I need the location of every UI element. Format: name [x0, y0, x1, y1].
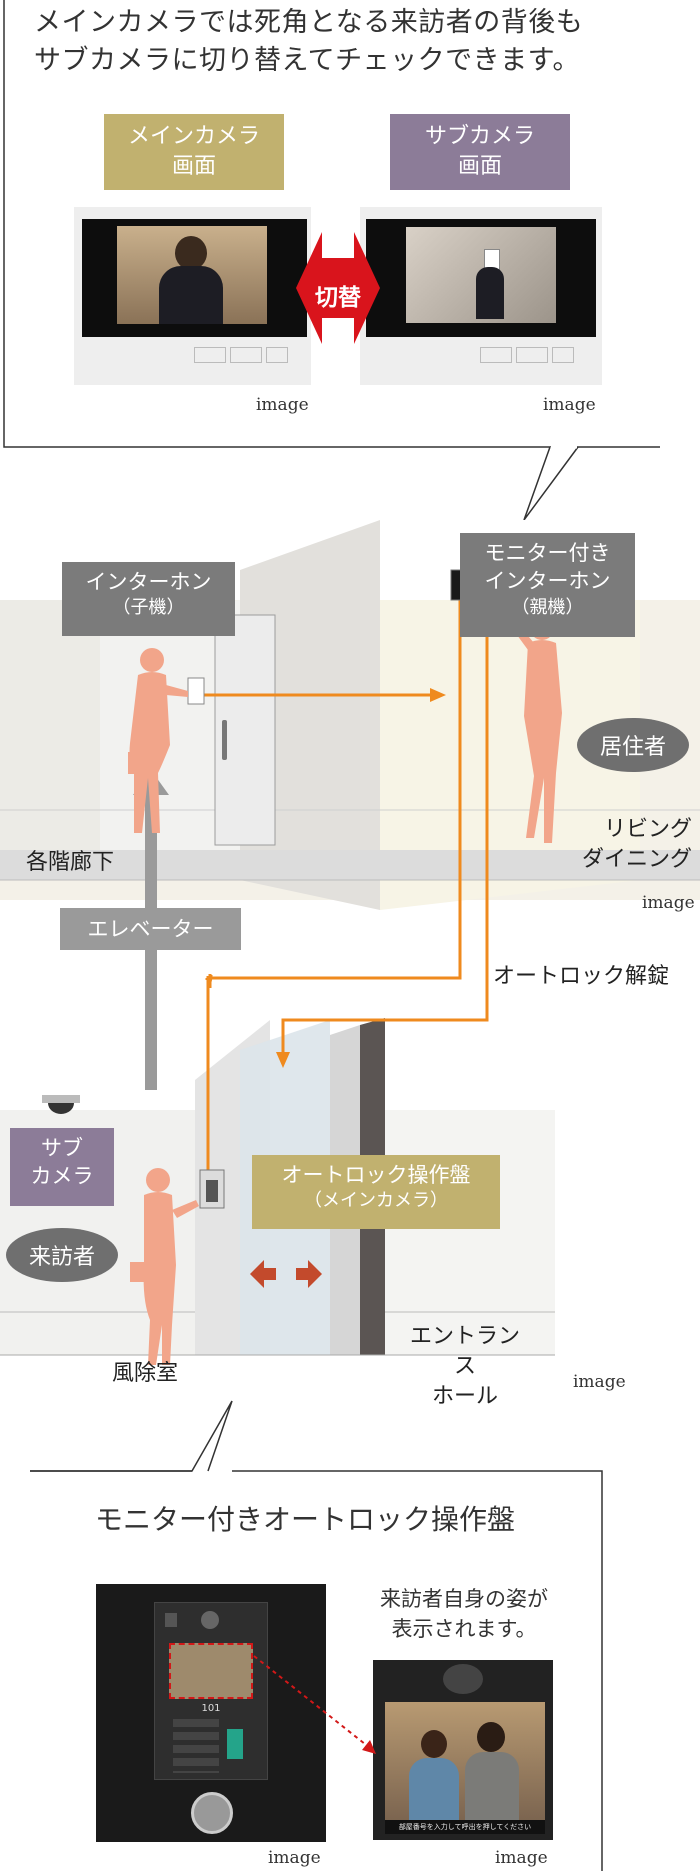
corridor-label: 各階廊下 — [26, 850, 115, 875]
main-camera-label-line2: 画面 — [171, 153, 216, 179]
key-reader-icon — [191, 1792, 233, 1834]
caption-main-image: image — [256, 395, 309, 415]
panel-number: 101 — [201, 1703, 221, 1714]
panel-screen-highlight — [169, 1643, 253, 1699]
sub-monitor-picture — [406, 227, 556, 323]
main-camera-monitor-image — [74, 207, 311, 385]
caption-upper-scene: image — [642, 893, 695, 913]
bottom-title: モニター付きオートロック操作盤 — [95, 1503, 516, 1536]
man-body — [465, 1752, 519, 1820]
entrance-hall-label: エントランス ホール — [400, 1322, 530, 1412]
sub-camera-scene-label-line2: カメラ — [30, 1164, 94, 1189]
sub-monitor-screen — [366, 219, 596, 337]
zoomed-screen-image: 部屋番号を入力して呼出を押してください — [373, 1660, 553, 1840]
call-key — [227, 1729, 243, 1759]
monitor-parent-label-line2: インターホン — [484, 569, 611, 594]
man-head — [477, 1722, 505, 1752]
sub-camera-label: サブカメラ 画面 — [390, 114, 570, 190]
sub-camera-monitor-image — [360, 207, 602, 385]
top-heading-line1: メインカメラでは死角となる来訪者の背後も — [34, 7, 584, 38]
autolock-panel-label: オートロック操作盤 （メインカメラ） — [252, 1155, 500, 1229]
visitor-head — [175, 236, 207, 270]
monitor-parent-label: モニター付き インターホン （親機） — [460, 533, 635, 637]
windbreak-room-label: 風除室 — [112, 1361, 179, 1386]
caption-lower-scene: image — [573, 1372, 626, 1392]
intercom-child-label-line2: （子機） — [112, 597, 185, 619]
bottom-callout-frame — [30, 1400, 603, 1871]
keypad — [173, 1719, 219, 1773]
resident-label: 居住者 — [577, 718, 689, 772]
living-label-line1: リビング — [604, 817, 693, 842]
camera-lens-icon — [443, 1664, 483, 1694]
device-button — [230, 347, 262, 363]
bottom-note-line2: 表示されます。 — [391, 1617, 537, 1641]
top-callout-frame — [3, 0, 660, 520]
visitor-back — [476, 267, 504, 319]
panel-face: 101 — [154, 1602, 268, 1780]
living-dining-label: リビング ダイニング — [582, 815, 692, 875]
device-button — [266, 347, 288, 363]
switch-label: 切替 — [315, 285, 361, 311]
caption-screen-image: image — [495, 1848, 548, 1868]
intercom-child-label: インターホン （子機） — [62, 562, 235, 636]
hall-label-line2: ホール — [431, 1384, 498, 1409]
main-monitor-picture — [117, 226, 267, 324]
intercom-child-label-line1: インターホン — [85, 570, 212, 594]
device-button — [194, 347, 226, 363]
main-camera-label: メインカメラ 画面 — [104, 114, 284, 190]
device-button — [516, 347, 548, 363]
autolock-panel-image: 101 — [96, 1584, 326, 1842]
monitor-parent-label-line3: （親機） — [511, 596, 584, 618]
top-heading: メインカメラでは死角となる来訪者の背後も サブカメラに切り替えてチェックできます… — [34, 4, 583, 80]
sub-camera-scene-label: サブ カメラ — [10, 1128, 114, 1206]
zoom-dotted-arrow — [253, 1655, 376, 1754]
monitor-parent-label-line1: モニター付き — [484, 541, 611, 565]
woman-body — [409, 1758, 459, 1820]
sub-camera-label-line2: 画面 — [457, 153, 502, 179]
autolock-panel-label-line1: オートロック操作盤 — [281, 1163, 471, 1187]
camera-lens-icon — [165, 1613, 177, 1627]
visitor-body — [159, 266, 223, 324]
sub-camera-scene-label-line1: サブ — [41, 1136, 83, 1160]
main-monitor-screen — [82, 219, 307, 337]
zoomed-screen-picture — [385, 1702, 545, 1820]
unlock-label: オートロック解錠 — [493, 964, 670, 989]
elevator-label: エレベーター — [60, 908, 241, 950]
device-button — [552, 347, 574, 363]
building-illustration — [0, 520, 700, 1365]
autolock-panel-label-line2: （メインカメラ） — [304, 1190, 448, 1212]
sub-camera-label-line1: サブカメラ — [424, 124, 535, 149]
bottom-note-line1: 来訪者自身の姿が — [380, 1587, 548, 1611]
top-heading-line2: サブカメラに切り替えてチェックできます。 — [34, 45, 580, 76]
speaker-icon — [201, 1611, 219, 1629]
woman-head — [421, 1730, 447, 1758]
bottom-note: 来訪者自身の姿が 表示されます。 — [368, 1584, 560, 1644]
switch-double-arrow — [296, 232, 380, 344]
entrance-label-line1: エントランス — [409, 1324, 520, 1379]
screen-prompt: 部屋番号を入力して呼出を押してください — [385, 1820, 545, 1834]
device-button — [480, 347, 512, 363]
caption-sub-image: image — [543, 395, 596, 415]
dining-label-line2: ダイニング — [582, 847, 693, 872]
main-camera-label-line1: メインカメラ — [127, 124, 260, 149]
visitor-label: 来訪者 — [6, 1228, 118, 1282]
caption-panel-image: image — [268, 1848, 321, 1868]
